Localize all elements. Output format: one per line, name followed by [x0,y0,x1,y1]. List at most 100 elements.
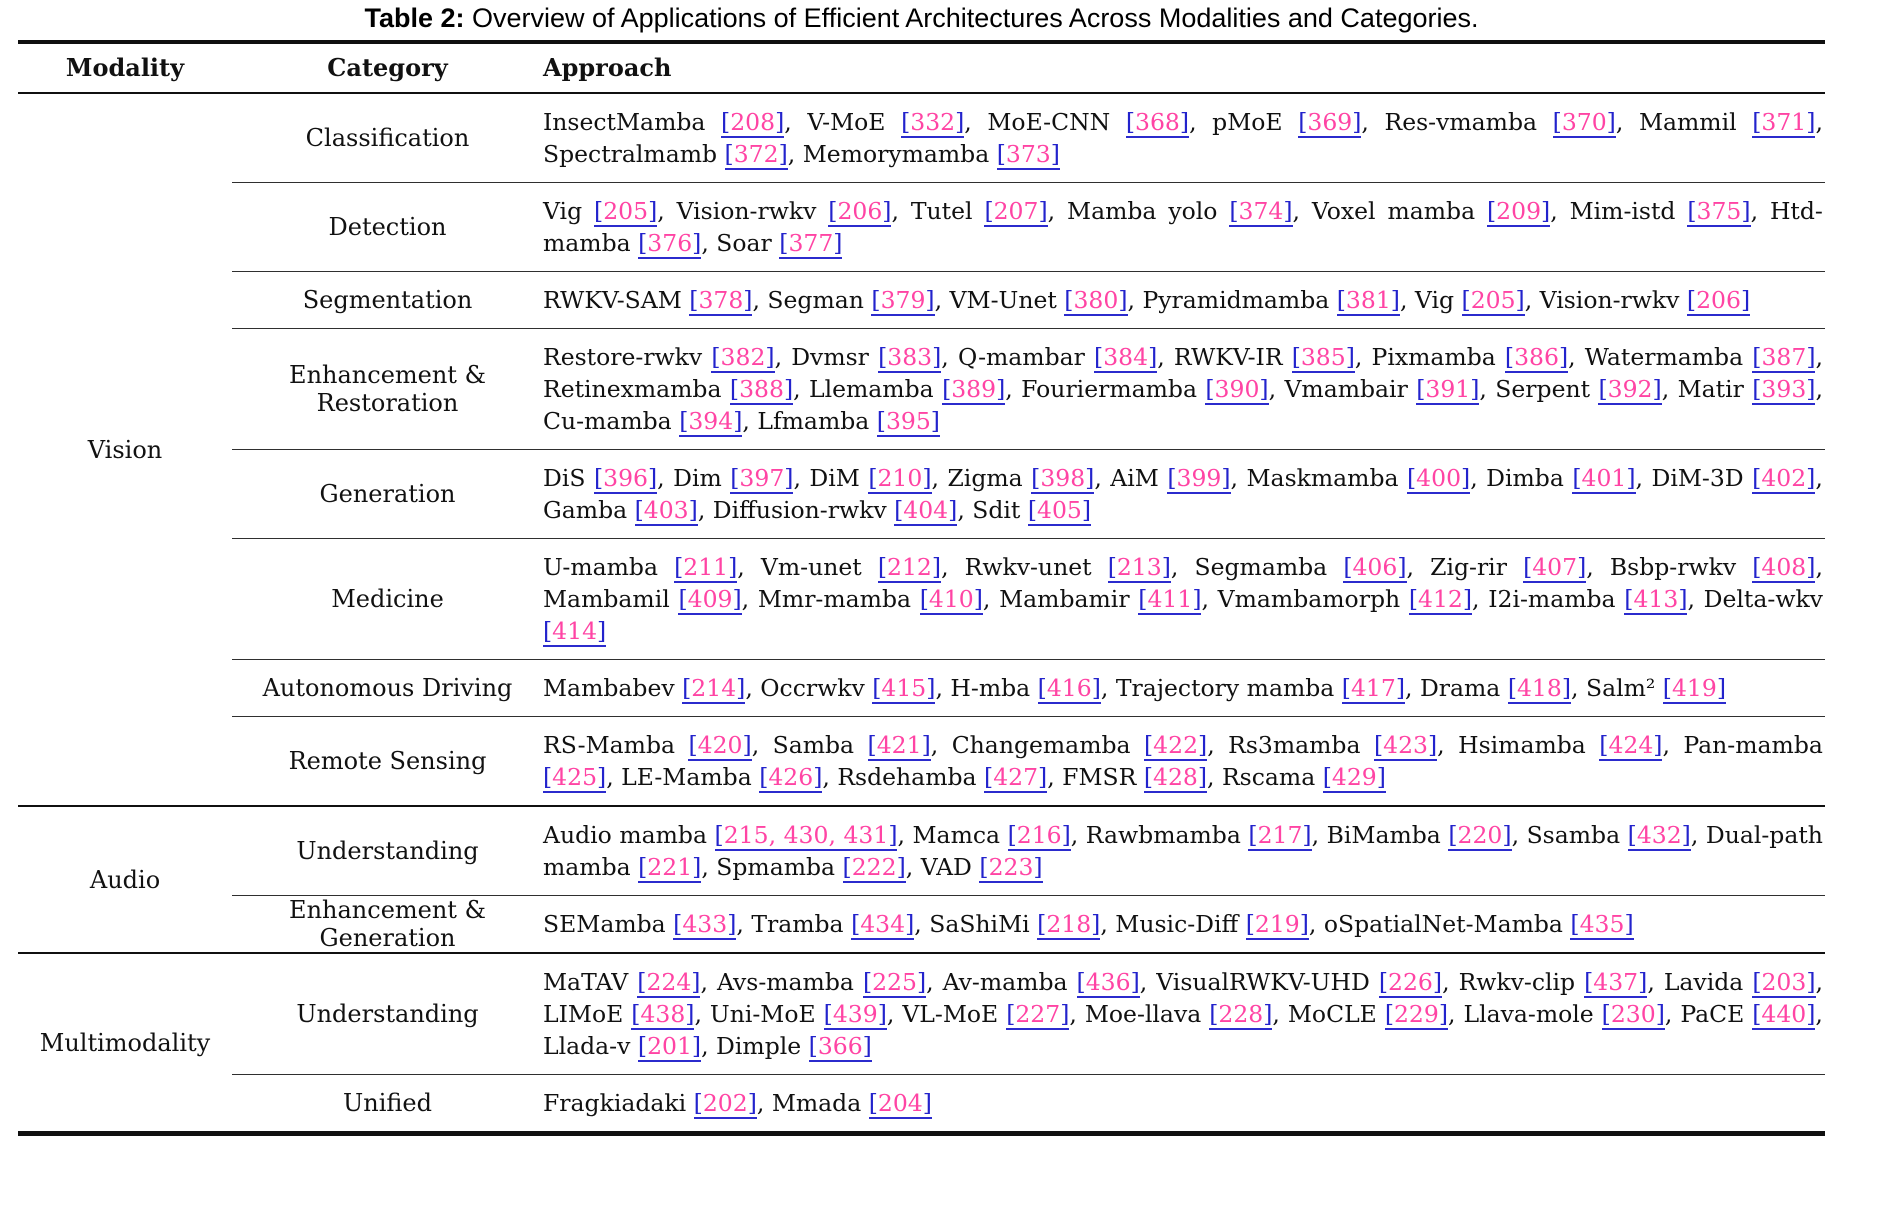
citation-number[interactable]: 225 [872,968,917,996]
citation-number[interactable]: 226 [1388,968,1433,996]
citation-number[interactable]: 212 [887,553,932,581]
citation-link[interactable]: [379] [871,286,935,316]
citation-number[interactable]: 428 [1153,763,1198,791]
citation-number[interactable]: 207 [993,197,1039,225]
citation-link[interactable]: [393] [1752,375,1816,405]
citation-number[interactable]: 223 [988,853,1034,881]
citation-link[interactable]: [409] [678,585,742,615]
citation-link[interactable]: [401] [1572,464,1636,494]
citation-number[interactable]: 386 [1514,343,1559,371]
citation-number[interactable]: 211 [683,553,729,581]
citation-number[interactable]: 391 [1425,375,1471,403]
citation-number[interactable]: 392 [1607,375,1653,403]
citation-link[interactable]: [404] [894,496,958,526]
citation-link[interactable]: [435] [1570,910,1634,940]
citation-number[interactable]: 421 [876,731,922,759]
citation-number[interactable]: 219 [1254,910,1300,938]
citation-number[interactable]: 201 [647,1032,692,1060]
citation-number[interactable]: 401 [1581,464,1627,492]
citation-link[interactable]: [219] [1245,910,1309,940]
citation-number[interactable]: 213 [1116,553,1162,581]
citation-link[interactable]: [205] [594,197,658,227]
citation-link[interactable]: [403] [634,496,698,526]
citation-number[interactable]: 397 [739,464,785,492]
citation-number[interactable]: 377 [788,229,834,257]
citation-link[interactable]: [432] [1627,821,1691,851]
citation-number[interactable]: 220 [1457,821,1503,849]
citation-number[interactable]: 382 [720,343,766,371]
citation-number[interactable]: 214 [691,674,737,702]
citation-number[interactable]: 418 [1516,674,1562,702]
citation-link[interactable]: [429] [1322,763,1386,793]
citation-number[interactable]: 381 [1345,286,1391,314]
citation-link[interactable]: [406] [1343,553,1407,583]
citation-number[interactable]: 417 [1350,674,1396,702]
citation-number[interactable]: 438 [640,1000,686,1028]
citation-link[interactable]: [209] [1487,197,1551,227]
citation-link[interactable]: [381] [1336,286,1400,316]
citation-number[interactable]: 395 [885,407,931,435]
citation-link[interactable]: [368] [1125,108,1190,138]
citation-link[interactable]: [391] [1416,375,1480,405]
citation-link[interactable]: [427] [984,763,1048,793]
citation-number[interactable]: 393 [1761,375,1807,403]
citation-link[interactable]: [228] [1209,1000,1273,1030]
citation-link[interactable]: [434] [851,910,915,940]
citation-link[interactable]: [370] [1552,108,1616,138]
citation-link[interactable]: [378] [689,286,753,316]
citation-number[interactable]: 215 [723,821,769,849]
citation-link[interactable]: [439] [823,1000,887,1030]
citation-link[interactable]: [203] [1752,968,1816,998]
citation-number[interactable]: 227 [1015,1000,1061,1028]
citation-number[interactable]: 430 [783,821,829,849]
citation-number[interactable]: 426 [768,763,814,791]
citation-link[interactable]: [201] [637,1032,702,1062]
citation-link[interactable]: [226] [1378,968,1443,998]
citation-link[interactable]: [396] [593,464,658,494]
citation-number[interactable]: 218 [1046,910,1092,938]
citation-link[interactable]: [397] [730,464,794,494]
citation-link[interactable]: [392] [1598,375,1662,405]
citation-link[interactable]: [424] [1599,731,1663,761]
citation-link[interactable]: [416] [1037,674,1101,704]
citation-link[interactable]: [202] [693,1089,757,1119]
citation-link[interactable]: [375] [1687,197,1751,227]
citation-number[interactable]: 380 [1073,286,1119,314]
citation-number[interactable]: 385 [1300,343,1346,371]
citation-number[interactable]: 415 [881,674,927,702]
citation-number[interactable]: 423 [1383,731,1428,759]
citation-number[interactable]: 432 [1636,821,1682,849]
citation-number[interactable]: 229 [1393,1000,1439,1028]
citation-number[interactable]: 435 [1579,910,1625,938]
citation-link[interactable]: [426] [759,763,823,793]
citation-number[interactable]: 374 [1238,197,1284,225]
citation-link[interactable]: [440] [1752,1000,1816,1030]
citation-number[interactable]: 383 [887,343,933,371]
citation-number[interactable]: 439 [832,1000,878,1028]
citation-link[interactable]: [400] [1407,464,1471,494]
citation-link[interactable]: [436] [1076,968,1140,998]
citation-link[interactable]: [229] [1384,1000,1449,1030]
citation-link[interactable]: [410] [919,585,983,615]
citation-number[interactable]: 332 [910,108,956,136]
citation-number[interactable]: 379 [880,286,926,314]
citation-link[interactable]: [386] [1504,343,1569,373]
citation-link[interactable]: [399] [1167,464,1231,494]
citation-link[interactable]: [395] [876,407,940,437]
citation-link[interactable]: [423] [1373,731,1438,761]
citation-link[interactable]: [204] [868,1089,932,1119]
citation-number[interactable]: 407 [1532,553,1578,581]
citation-link[interactable]: [411] [1138,585,1202,615]
citation-number[interactable]: 203 [1761,968,1807,996]
citation-number[interactable]: 206 [837,197,883,225]
citation-number[interactable]: 384 [1103,343,1149,371]
citation-number[interactable]: 230 [1610,1000,1656,1028]
citation-number[interactable]: 202 [702,1089,748,1117]
citation-link[interactable]: [398] [1031,464,1095,494]
citation-link[interactable]: [213] [1107,553,1171,583]
citation-link[interactable]: [438] [631,1000,695,1030]
citation-number[interactable]: 208 [730,108,776,136]
citation-link[interactable]: [215, 430, 431] [714,821,898,851]
citation-link[interactable]: [414] [543,617,607,647]
citation-number[interactable]: 434 [860,910,906,938]
